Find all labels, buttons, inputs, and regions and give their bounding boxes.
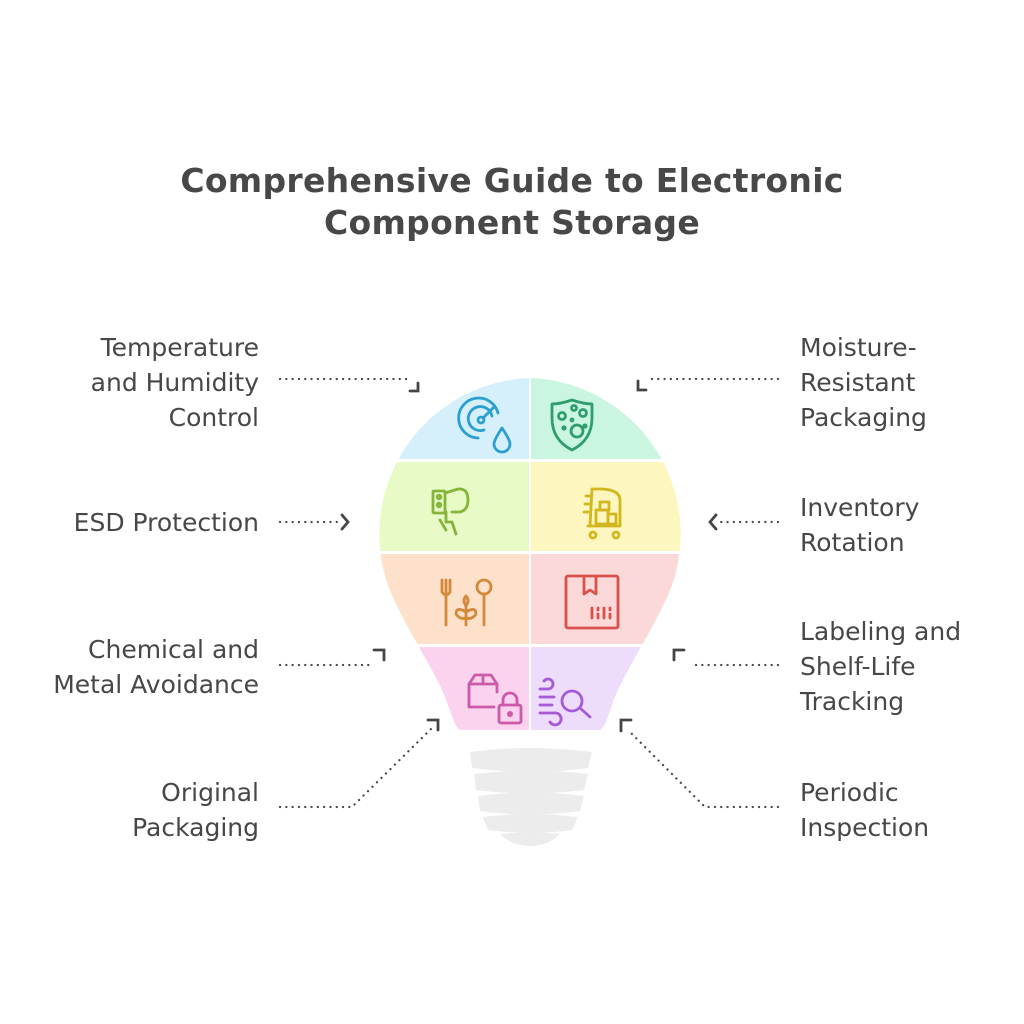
label-line: ESD Protection [73, 508, 259, 537]
box-lock-icon [467, 673, 523, 725]
label-line: Packaging [800, 403, 927, 432]
label-periodic-inspection: Periodic Inspection [800, 775, 929, 845]
label-line: Chemical and [88, 635, 259, 664]
bulb-glass [379, 378, 681, 730]
label-inventory-rotation: Inventory Rotation [800, 490, 919, 560]
labeled-box-icon [564, 574, 620, 630]
label-line: Periodic [800, 778, 899, 807]
label-original-packaging: Original Packaging [132, 775, 259, 845]
fork-plant-spoon-icon [440, 578, 493, 627]
label-line: Packaging [132, 813, 259, 842]
label-line: Tracking [800, 687, 905, 716]
segment-inventory-rotation [531, 462, 681, 551]
label-line: Temperature [100, 333, 259, 362]
label-line: Metal Avoidance [53, 670, 259, 699]
label-line: Original [161, 778, 259, 807]
label-moisture-resistant-packaging: Moisture- Resistant Packaging [800, 330, 927, 435]
connector-moisture [636, 377, 780, 392]
connector-esd [278, 513, 350, 531]
label-labeling-shelf-life-tracking: Labeling and Shelf-Life Tracking [800, 614, 961, 719]
connector-chemical [278, 648, 386, 667]
label-chemical-metal-avoidance: Chemical and Metal Avoidance [53, 632, 259, 702]
label-line: Moisture- [800, 333, 917, 362]
connectors [278, 377, 780, 809]
bulb-base [470, 748, 592, 846]
label-line: Labeling and [800, 617, 962, 646]
cart-boxes-icon [582, 487, 622, 540]
connector-inventory [708, 513, 780, 531]
label-line: Inspection [800, 813, 930, 842]
segment-esd-protection [379, 462, 529, 551]
hand-device-icon [431, 487, 470, 536]
label-line: and Humidity [90, 368, 259, 397]
title-line-2: Component Storage [323, 203, 701, 242]
shield-dots-icon [550, 398, 594, 452]
segment-chemical-metal [379, 554, 529, 644]
segment-moisture-resistant [531, 378, 681, 459]
connector-labeling [672, 648, 780, 667]
label-temperature-humidity-control: Temperature and Humidity Control [91, 330, 259, 435]
diagram-title: Comprehensive Guide to Electronic Compon… [0, 160, 1024, 244]
connector-temperature [278, 377, 420, 393]
label-line: Inventory [800, 493, 920, 522]
wind-search-icon [538, 677, 592, 727]
connector-original [278, 718, 440, 809]
label-line: Resistant [800, 368, 916, 397]
segment-temperature-humidity [379, 378, 529, 459]
label-esd-protection: ESD Protection [74, 505, 259, 540]
segment-periodic-inspection [531, 647, 681, 730]
label-line: Control [168, 403, 259, 432]
segment-labeling-shelf-life [531, 554, 681, 644]
gauge-droplet-icon [457, 396, 512, 454]
connector-periodic [619, 718, 780, 809]
title-line-1: Comprehensive Guide to Electronic [180, 161, 844, 200]
label-line: Rotation [800, 528, 905, 557]
label-line: Shelf-Life [800, 652, 916, 681]
